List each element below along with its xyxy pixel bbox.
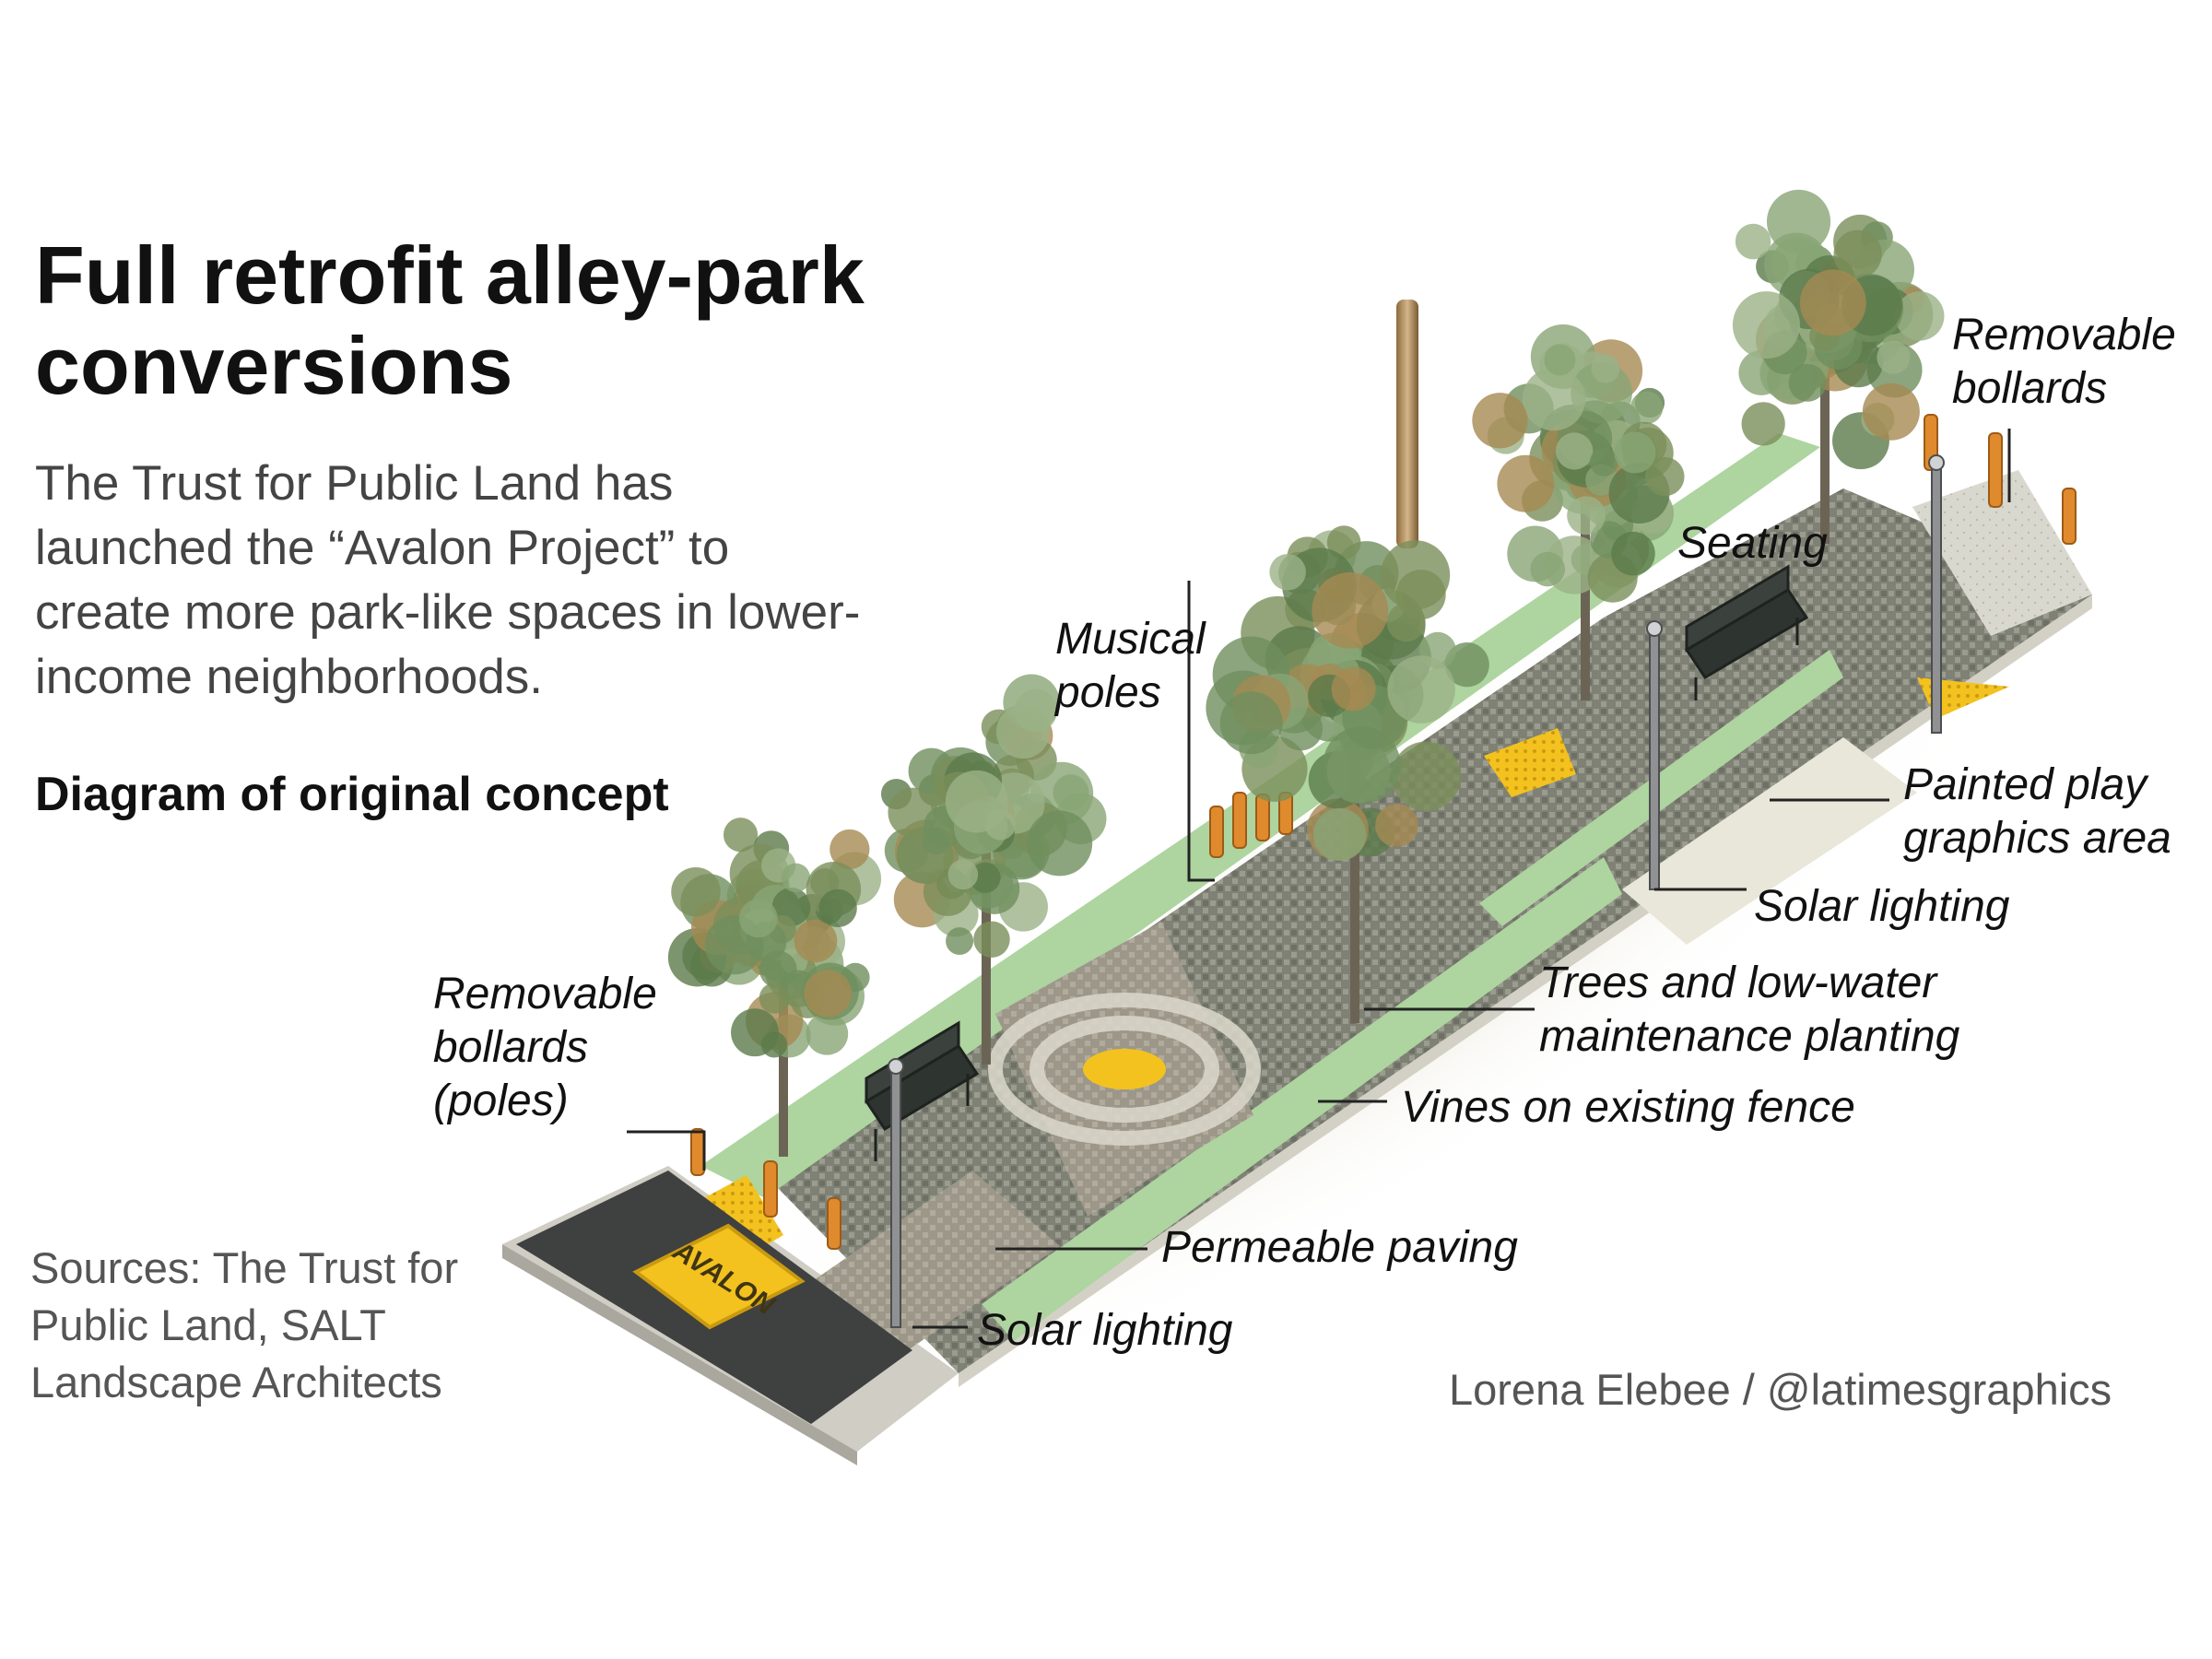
leader-lines bbox=[627, 429, 2011, 1329]
solar-light-near bbox=[890, 1068, 901, 1328]
paving-end-segment bbox=[793, 1171, 1060, 1350]
far-end-slab bbox=[1912, 470, 2092, 636]
label-seating: Seating bbox=[1677, 519, 1828, 568]
bollard-6 bbox=[1255, 794, 1270, 841]
label-vines-fence: Vines on existing fence bbox=[1401, 1083, 1855, 1132]
bollards bbox=[690, 414, 2077, 1250]
label-permeable-paving: Permeable paving bbox=[1161, 1223, 1518, 1272]
graphic-credit: Lorena Elebee / @latimesgraphics bbox=[1449, 1365, 2112, 1414]
planting-strip-right bbox=[982, 857, 1622, 1341]
label-solar-lighting-right: Solar lighting bbox=[1754, 882, 2010, 931]
label-trees-planting: Trees and low-water maintenance planting bbox=[1539, 959, 1960, 1061]
sources-note: Sources: The Trust for Public Land, SALT… bbox=[30, 1243, 459, 1406]
solar-light-far bbox=[1931, 465, 1942, 734]
solar-lights bbox=[888, 454, 1945, 1328]
tree-4 bbox=[1472, 324, 1685, 700]
bollard-10 bbox=[2062, 488, 2077, 545]
bench-far bbox=[1684, 564, 1809, 700]
bollard-4 bbox=[1209, 806, 1224, 858]
tree-5 bbox=[1732, 189, 1945, 544]
end-driveway: AVALON bbox=[516, 1171, 912, 1424]
bollard-3 bbox=[827, 1197, 841, 1250]
label-removable-bollards-poles: Removable bollards (poles) bbox=[433, 970, 657, 1125]
utility-pole bbox=[1396, 300, 1418, 548]
label-musical-poles: Musical poles bbox=[1055, 615, 1206, 717]
tactile-strip-mid bbox=[1484, 728, 1576, 797]
tree-3 bbox=[1206, 525, 1489, 1023]
trees bbox=[667, 189, 1945, 1157]
tree-1 bbox=[667, 818, 882, 1157]
bollard-5 bbox=[1232, 792, 1247, 849]
alley-end-face bbox=[502, 1244, 857, 1465]
label-removable-bollards-top: Removable bollards bbox=[1952, 311, 2176, 413]
planting-strip-far bbox=[1479, 650, 1843, 926]
label-solar-lighting-left: Solar lighting bbox=[977, 1306, 1233, 1355]
bollard-9 bbox=[1988, 432, 2003, 508]
page-title: Full retrofit alley-park conversions bbox=[35, 229, 865, 411]
bollard-2 bbox=[763, 1160, 778, 1218]
tree-2 bbox=[880, 674, 1107, 1065]
label-painted-play: Painted play graphics area bbox=[1903, 760, 2171, 863]
painted-play-area bbox=[1622, 737, 1917, 945]
bollard-1 bbox=[690, 1128, 705, 1176]
solar-light-mid bbox=[1649, 630, 1660, 890]
diagram-subhead: Diagram of original concept bbox=[35, 768, 669, 821]
intro-text: The Trust for Public Land has launched t… bbox=[35, 456, 861, 704]
play-medallion bbox=[1083, 1049, 1166, 1089]
concentric-circles bbox=[988, 993, 1261, 1146]
